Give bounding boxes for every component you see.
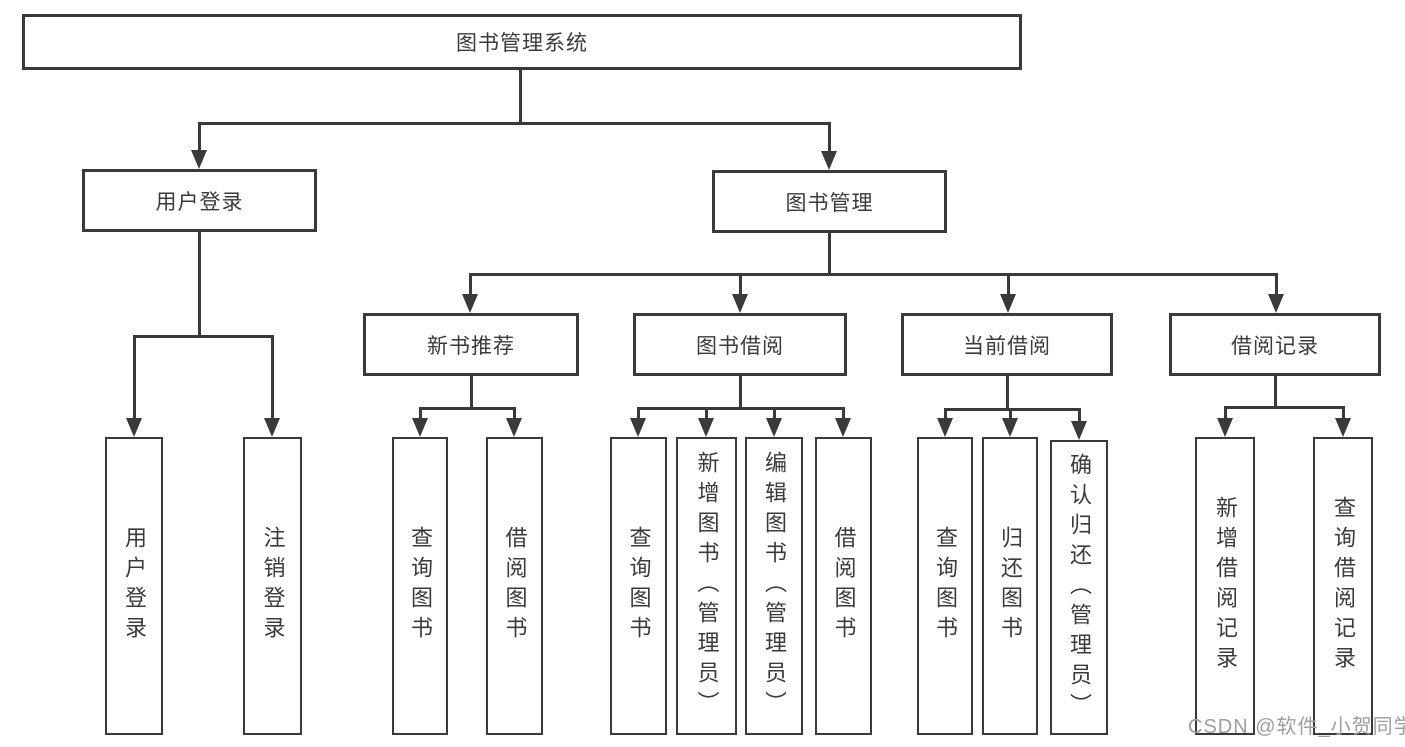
- connector-bar: [132, 335, 274, 338]
- node-user-login: 用户登录: [82, 169, 317, 232]
- arrow-down-icon: [412, 418, 428, 437]
- arrow-shaft: [132, 335, 136, 425]
- leaf-query-borrow-record: 查询借阅记录: [1313, 437, 1373, 735]
- arrow-shaft: [1223, 406, 1227, 425]
- arrow-down-icon: [1217, 418, 1233, 437]
- connector-bar: [943, 408, 1081, 411]
- node-root: 图书管理系统: [22, 14, 1022, 70]
- connector-stem: [518, 69, 522, 125]
- arrow-down-icon: [1335, 418, 1351, 437]
- leaf-add-borrow-record: 新增借阅记录: [1195, 437, 1255, 735]
- connector-stem: [738, 376, 742, 410]
- arrow-down-icon: [732, 294, 748, 313]
- arrow-shaft: [943, 408, 947, 425]
- arrow-shaft: [197, 122, 201, 157]
- arrow-shaft: [841, 407, 845, 425]
- connector-bar: [418, 407, 516, 410]
- node-book-management: 图书管理: [712, 170, 947, 233]
- arrow-down-icon: [698, 418, 714, 437]
- arrow-down-icon: [1071, 421, 1087, 440]
- arrow-shaft: [1077, 408, 1081, 428]
- connector-stem: [1005, 376, 1009, 411]
- arrow-shaft: [636, 407, 640, 425]
- connector-stem: [1273, 376, 1277, 409]
- arrow-shaft: [827, 122, 831, 158]
- arrow-down-icon: [821, 151, 837, 170]
- leaf-borrow-book-recommend: 借阅图书: [486, 437, 543, 735]
- arrow-shaft: [512, 407, 516, 425]
- arrow-shaft: [1341, 406, 1345, 425]
- node-new-book-recommend: 新书推荐: [363, 313, 579, 376]
- leaf-borrow-book: 借阅图书: [815, 437, 872, 735]
- arrow-down-icon: [191, 150, 207, 169]
- node-book-borrow: 图书借阅: [633, 313, 847, 376]
- connector-bar: [1223, 406, 1345, 409]
- node-borrow-records: 借阅记录: [1169, 313, 1381, 376]
- arrow-down-icon: [1002, 418, 1018, 437]
- connector-stem: [197, 232, 201, 338]
- arrow-down-icon: [630, 418, 646, 437]
- node-current-borrow: 当前借阅: [901, 313, 1113, 376]
- connector-bar: [636, 407, 845, 410]
- arrow-down-icon: [1268, 294, 1284, 313]
- leaf-add-book-admin: 新增图书（管理员）: [676, 437, 737, 735]
- arrow-down-icon: [126, 418, 142, 437]
- arrow-shaft: [704, 407, 708, 425]
- arrow-shaft: [1008, 408, 1012, 425]
- leaf-confirm-return-admin: 确认归还（管理员）: [1050, 440, 1108, 735]
- leaf-query-book-recommend: 查询图书: [392, 437, 448, 735]
- arrow-down-icon: [264, 418, 280, 437]
- arrow-down-icon: [937, 418, 953, 437]
- connector-bar: [468, 273, 1278, 276]
- arrow-down-icon: [506, 418, 522, 437]
- leaf-logout: 注销登录: [243, 437, 302, 735]
- arrow-shaft: [738, 273, 742, 301]
- leaf-query-book-borrow: 查询图书: [610, 437, 667, 735]
- arrow-shaft: [468, 273, 472, 301]
- arrow-down-icon: [462, 294, 478, 313]
- arrow-down-icon: [1000, 294, 1016, 313]
- arrow-down-icon: [835, 418, 851, 437]
- arrow-shaft: [1006, 273, 1010, 301]
- arrow-shaft: [418, 407, 422, 425]
- connector-bar: [197, 122, 831, 125]
- leaf-edit-book-admin: 编辑图书（管理员）: [745, 437, 803, 735]
- leaf-query-book-current: 查询图书: [917, 437, 973, 735]
- leaf-return-book: 归还图书: [982, 437, 1038, 735]
- arrow-down-icon: [766, 418, 782, 437]
- arrow-shaft: [270, 335, 274, 425]
- connector-stem: [827, 233, 831, 276]
- arrow-shaft: [772, 407, 776, 425]
- leaf-user-login: 用户登录: [105, 437, 163, 735]
- arrow-shaft: [1274, 273, 1278, 301]
- csdn-watermark: CSDN @软件_小贺同学: [1188, 716, 1405, 738]
- connector-stem: [469, 376, 473, 410]
